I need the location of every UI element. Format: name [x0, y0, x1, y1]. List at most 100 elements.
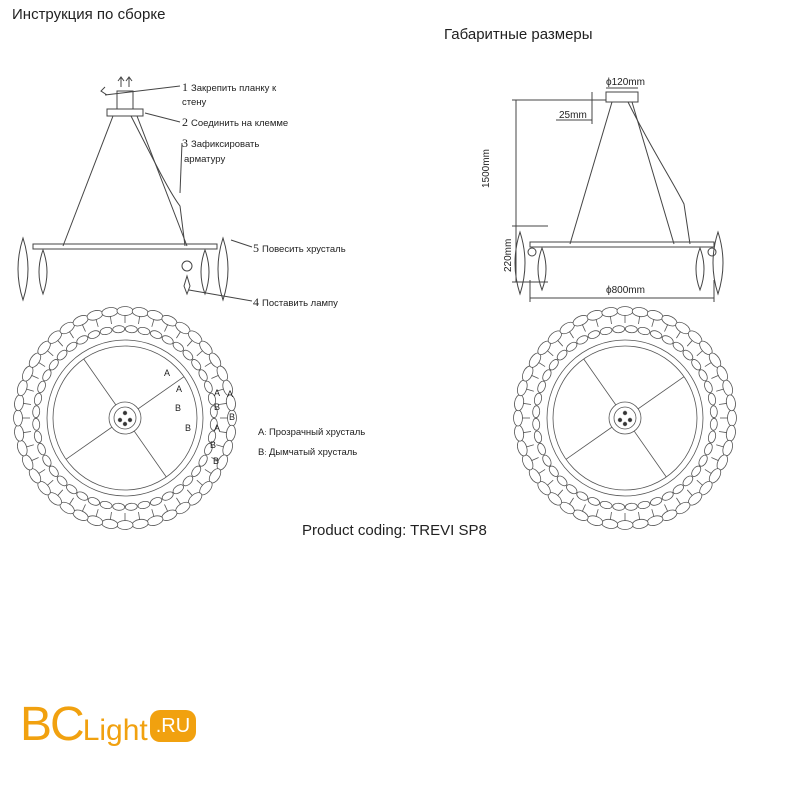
crystal-petal-inner — [532, 405, 541, 419]
step-1-text: Закрепить планку к — [191, 83, 277, 94]
crystal-petal — [514, 394, 525, 412]
petal-stem — [676, 497, 682, 505]
crystal-petal-inner — [198, 454, 208, 467]
crystal-petal — [146, 310, 164, 321]
crystal-petal — [116, 306, 134, 316]
crystal-petal-inner — [661, 335, 674, 345]
crystal-petal-inner — [32, 405, 41, 419]
crystal-petal-inner — [99, 326, 113, 336]
crystal-petal-inner — [42, 369, 52, 382]
crystal-mark: A — [214, 388, 220, 398]
crystal-petal-inner — [207, 392, 217, 406]
crystal-petal — [86, 310, 104, 321]
crystal-petal-inner — [537, 442, 546, 456]
crystal-petal — [601, 518, 619, 529]
crystal-petal-inner — [172, 341, 184, 352]
petal-stem — [568, 331, 574, 339]
petal-stem — [109, 511, 112, 521]
crystal-petal-inner — [691, 465, 702, 477]
petal-stem — [696, 350, 704, 357]
crystal-petal — [586, 310, 604, 321]
petal-stem — [686, 339, 693, 347]
crystal-petal-inner — [587, 330, 601, 339]
petal-stem — [718, 402, 728, 405]
crystal-petal-inner — [542, 454, 552, 467]
mounting-bracket — [116, 90, 134, 110]
crystal-petal-inner — [204, 442, 213, 456]
crystal-petal-inner — [149, 330, 163, 339]
crystal-petal-inner — [209, 405, 218, 419]
crystal-petal-inner — [599, 326, 613, 336]
crystal-petal-inner — [682, 349, 694, 361]
crystal-petal — [601, 307, 619, 318]
petal-stem — [538, 469, 546, 475]
crystal-petal-inner — [612, 502, 626, 511]
crystal-petal — [727, 409, 737, 427]
side-view-assembly — [17, 76, 253, 302]
petal-stem — [546, 350, 554, 357]
leader-step-2 — [144, 112, 181, 123]
crystal-petal — [14, 394, 25, 412]
crystal-petal — [517, 379, 528, 397]
crystal-petal — [722, 379, 733, 397]
crystal-petal-inner — [566, 484, 578, 495]
frame-bar — [529, 241, 715, 248]
petal-stem — [204, 469, 212, 475]
crystal-mark: B — [175, 403, 181, 413]
crystal-mark: B — [213, 456, 219, 466]
petal-stem — [46, 350, 54, 357]
crystal-petal-inner — [599, 500, 613, 510]
crystal-petal-inner — [587, 497, 601, 506]
crystal-petal-inner — [112, 502, 126, 511]
crystal-petal-inner — [33, 392, 43, 406]
petal-stem — [218, 431, 228, 434]
petal-stem — [718, 431, 728, 434]
hub-screw — [127, 417, 133, 423]
crystal-petal-inner — [161, 491, 174, 501]
dim-suspension-text: 1500mm — [481, 149, 492, 188]
wire-hook — [100, 86, 108, 96]
crystal-petal — [513, 409, 523, 427]
logo-sub: Light — [82, 714, 148, 747]
crystal-petal-inner — [66, 341, 78, 352]
petal-stem — [196, 350, 204, 357]
petal-stem — [81, 324, 86, 332]
crystal-petal — [101, 518, 119, 529]
hub-screw — [617, 417, 623, 423]
petal-stem — [57, 489, 64, 497]
step-3-text: Зафиксировать — [191, 139, 260, 150]
crystal-petal-inner — [661, 491, 674, 501]
lamp-drop — [183, 274, 191, 296]
petal-stem — [531, 457, 539, 462]
crystal-petal-inner — [537, 380, 546, 394]
hub-screw — [122, 410, 128, 416]
crystal-petal — [17, 439, 28, 457]
crystal-petal-inner — [149, 497, 163, 506]
petal-stem — [81, 504, 86, 512]
crystal-mark: B — [210, 440, 216, 450]
crystal-petal — [14, 424, 25, 442]
crystal-petal-inner — [672, 484, 684, 495]
crystal-petal-inner — [576, 491, 589, 501]
crystal-petal — [17, 379, 28, 397]
petal-stem — [581, 504, 586, 512]
crystal-petal — [631, 518, 649, 529]
step-3-number: 3 — [182, 136, 188, 150]
dim-canopy-diameter: ϕ120mm — [606, 77, 645, 88]
petal-stem — [95, 319, 99, 327]
cord — [627, 101, 691, 245]
petal-stem — [186, 339, 193, 347]
frame-ring-inner — [52, 345, 198, 491]
crystal-right-inner — [695, 246, 705, 292]
step-2-text: Соединить на клемме — [191, 118, 289, 129]
petal-stem — [196, 479, 204, 486]
petal-stem — [46, 479, 54, 486]
crystal-petal — [646, 310, 664, 321]
instructions-heading: Инструкция по сборке — [12, 6, 166, 23]
crystal-petal-inner — [191, 359, 202, 371]
crystal-petal-inner — [576, 335, 589, 345]
crystal-petal — [131, 518, 149, 529]
crystal-mark: A — [176, 384, 182, 394]
